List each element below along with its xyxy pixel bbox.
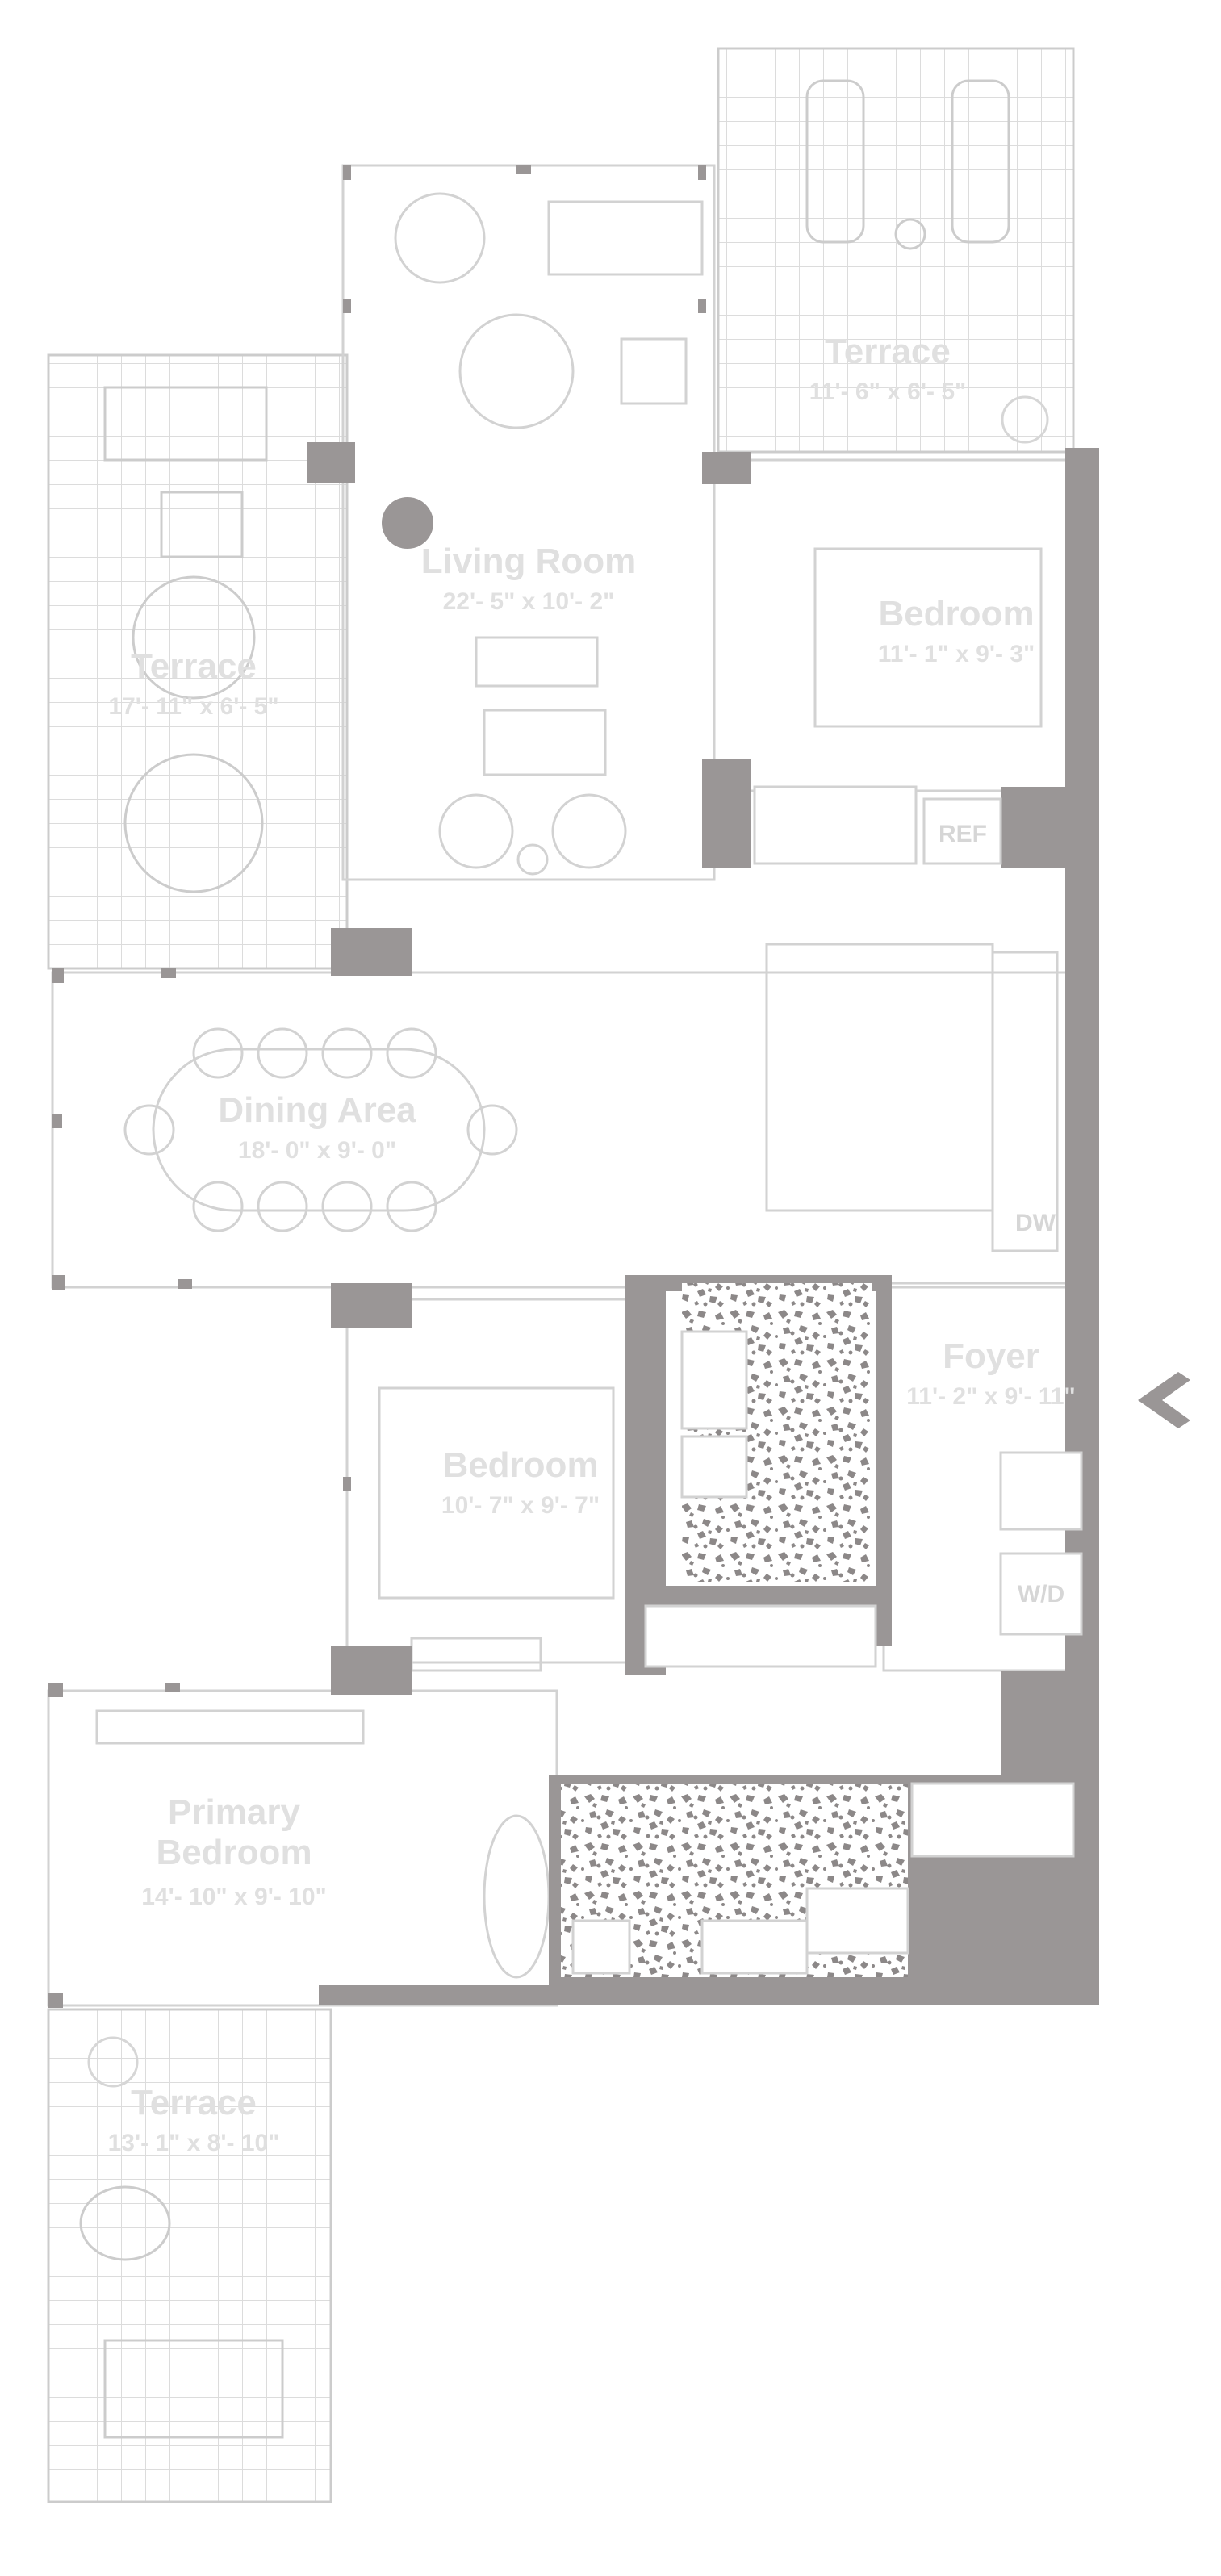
living-room-name: Living Room [421, 542, 636, 581]
terrace-bottom-name: Terrace [131, 2083, 257, 2122]
dining-area-name: Dining Area [218, 1090, 416, 1130]
primary-bedroom-name-line1: Primary [168, 1792, 300, 1832]
ref-label: REF [939, 821, 987, 847]
terrace-left-dims: 17'- 11" x 6'- 5" [108, 693, 278, 720]
terrace-bottom-dims: 13'- 1" x 8'- 10" [108, 2130, 280, 2156]
terrace-left-name: Terrace [131, 646, 257, 686]
walls [307, 442, 1099, 2005]
terrace-top-area [717, 47, 1075, 454]
bathroom-floors [561, 1283, 909, 1977]
terrace-bottom-area [47, 2008, 332, 2503]
column-marks [48, 165, 706, 2008]
living-room-dims: 22'- 5" x 10'- 2" [443, 588, 615, 615]
dining-area-dims: 18'- 0" x 9'- 0" [238, 1137, 396, 1164]
foyer-dims: 11'- 2" x 9'- 11" [906, 1383, 1076, 1410]
terrace-left-area [47, 353, 349, 970]
bedroom-upper-dims: 11'- 1" x 9'- 3" [878, 641, 1035, 667]
round-column-icon [382, 497, 433, 549]
primary-bedroom-name-line2: Bedroom [156, 1833, 312, 1872]
primary-bedroom-dims: 14'- 10" x 9'- 10" [141, 1884, 327, 1910]
bedroom-middle-name: Bedroom [442, 1445, 598, 1485]
terrace-top-name: Terrace [825, 332, 951, 371]
bedroom-upper-name: Bedroom [878, 594, 1034, 634]
foyer-name: Foyer [943, 1336, 1039, 1376]
wd-label: W/D [1018, 1581, 1064, 1608]
fixture-boxes [644, 785, 1083, 1858]
bedroom-middle-dims: 10'- 7" x 9'- 7" [441, 1492, 600, 1519]
chevron-left-icon[interactable] [1138, 1372, 1190, 1428]
dw-label: DW [1015, 1210, 1056, 1236]
terrace-top-dims: 11'- 6" x 6'- 5" [809, 378, 967, 405]
